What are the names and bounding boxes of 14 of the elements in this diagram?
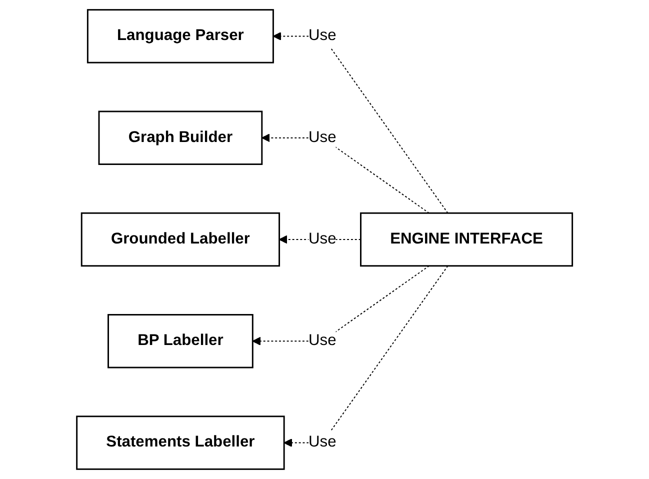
- node-box: Grounded Labeller: [80, 212, 280, 267]
- arrow: [272, 32, 448, 214]
- edge-label: Use: [308, 27, 336, 44]
- edge-label: Use: [308, 129, 336, 146]
- node-box: Statements Labeller: [76, 416, 285, 470]
- edge-label: Use: [308, 332, 336, 349]
- node-box: BP Labeller: [107, 314, 254, 368]
- node-box: Graph Builder: [98, 110, 263, 165]
- node-box: Language Parser: [86, 9, 274, 64]
- node-box: ENGINE INTERFACE: [360, 212, 573, 267]
- arrow: [252, 265, 430, 346]
- edge-label: Use: [308, 434, 336, 451]
- edge-label: Use: [308, 230, 336, 248]
- arrow: [284, 265, 448, 448]
